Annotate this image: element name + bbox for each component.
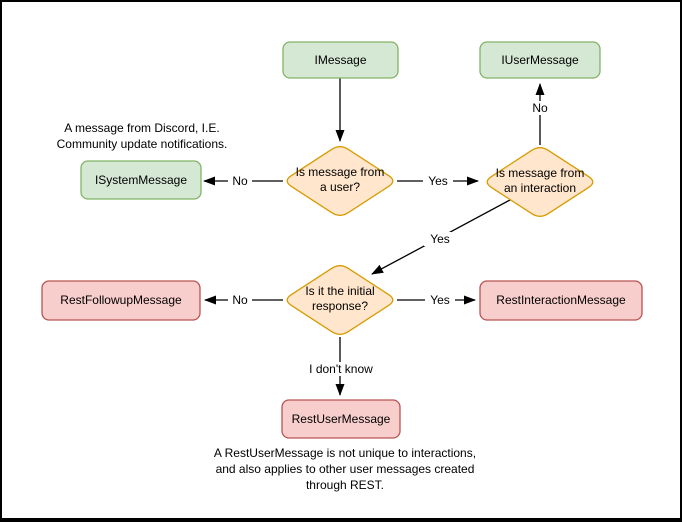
edge-label-bg bbox=[306, 362, 376, 376]
edge-label-yes: Yes bbox=[428, 174, 448, 188]
decision-text-line2: an interaction bbox=[504, 181, 576, 195]
node-box bbox=[281, 399, 401, 439]
node-label: RestFollowupMessage bbox=[60, 293, 182, 307]
edge-label-i-dont-know: I don't know bbox=[309, 362, 373, 376]
edge-initial-response-to-restuser: I don't know bbox=[306, 337, 376, 396]
note-rest-user-message: A RestUserMessage is not unique to inter… bbox=[214, 446, 476, 492]
node-restfollowupmessage: RestFollowupMessage bbox=[41, 280, 201, 321]
note-line: Community update notifications. bbox=[57, 137, 228, 151]
edge-label-no: No bbox=[232, 174, 248, 188]
edge-initial-response-to-restinteraction: Yes bbox=[397, 293, 476, 307]
node-label: RestUserMessage bbox=[292, 412, 391, 426]
node-box bbox=[41, 280, 201, 321]
note-system-message: A message from Discord, I.E. Community u… bbox=[57, 121, 228, 151]
edge-initial-response-to-restfollowup: No bbox=[204, 293, 283, 307]
decision-text-line1: Is it the initial bbox=[305, 284, 374, 298]
decision-is-message-from-user: Is message from a user? bbox=[286, 146, 394, 216]
edge-from-user-to-from-interaction: Yes bbox=[397, 174, 479, 188]
node-restusermessage: RestUserMessage bbox=[281, 399, 401, 439]
decision-text-line2: a user? bbox=[320, 180, 360, 194]
edge-label-bg bbox=[228, 293, 252, 307]
edge-from-user-to-isystemmessage: No bbox=[203, 174, 283, 188]
frame-border-bottom bbox=[0, 518, 682, 522]
node-iusermessage: IUserMessage bbox=[479, 41, 601, 79]
edge-label-no: No bbox=[532, 101, 548, 115]
node-box bbox=[479, 41, 601, 79]
edge-label-yes: Yes bbox=[430, 293, 450, 307]
node-restinteractionmessage: RestInteractionMessage bbox=[479, 280, 643, 321]
edge-from-interaction-to-initial-response: Yes bbox=[371, 199, 511, 275]
note-line: and also applies to other user messages … bbox=[216, 462, 475, 476]
decision-text-line2: response? bbox=[312, 299, 368, 313]
edge-label-bg bbox=[425, 293, 455, 307]
node-label: IUserMessage bbox=[501, 53, 579, 67]
edge-label-bg bbox=[228, 174, 252, 188]
note-line: A RestUserMessage is not unique to inter… bbox=[214, 446, 476, 460]
node-isystemmessage: ISystemMessage bbox=[80, 160, 202, 200]
decision-is-initial-response: Is it the initial response? bbox=[286, 265, 394, 335]
decision-text-line1: Is message from bbox=[496, 166, 585, 180]
node-box bbox=[80, 160, 202, 200]
edge-label-bg bbox=[527, 101, 553, 115]
decision-is-message-from-interaction: Is message from an interaction bbox=[486, 147, 594, 217]
node-imessage: IMessage bbox=[282, 41, 399, 79]
note-line: through REST. bbox=[306, 478, 384, 492]
node-label: IMessage bbox=[314, 53, 366, 67]
node-box bbox=[282, 41, 399, 79]
edge-label-bg bbox=[424, 232, 456, 246]
node-box bbox=[479, 280, 643, 321]
node-label: RestInteractionMessage bbox=[496, 293, 626, 307]
edge-label-bg bbox=[423, 174, 453, 188]
edge-label-no: No bbox=[232, 293, 248, 307]
node-label: ISystemMessage bbox=[95, 173, 187, 187]
note-line: A message from Discord, I.E. bbox=[64, 121, 219, 135]
decision-text-line1: Is message from bbox=[296, 165, 385, 179]
edge-from-interaction-to-iusermessage: No bbox=[527, 83, 553, 145]
edge-label-yes: Yes bbox=[430, 232, 450, 246]
